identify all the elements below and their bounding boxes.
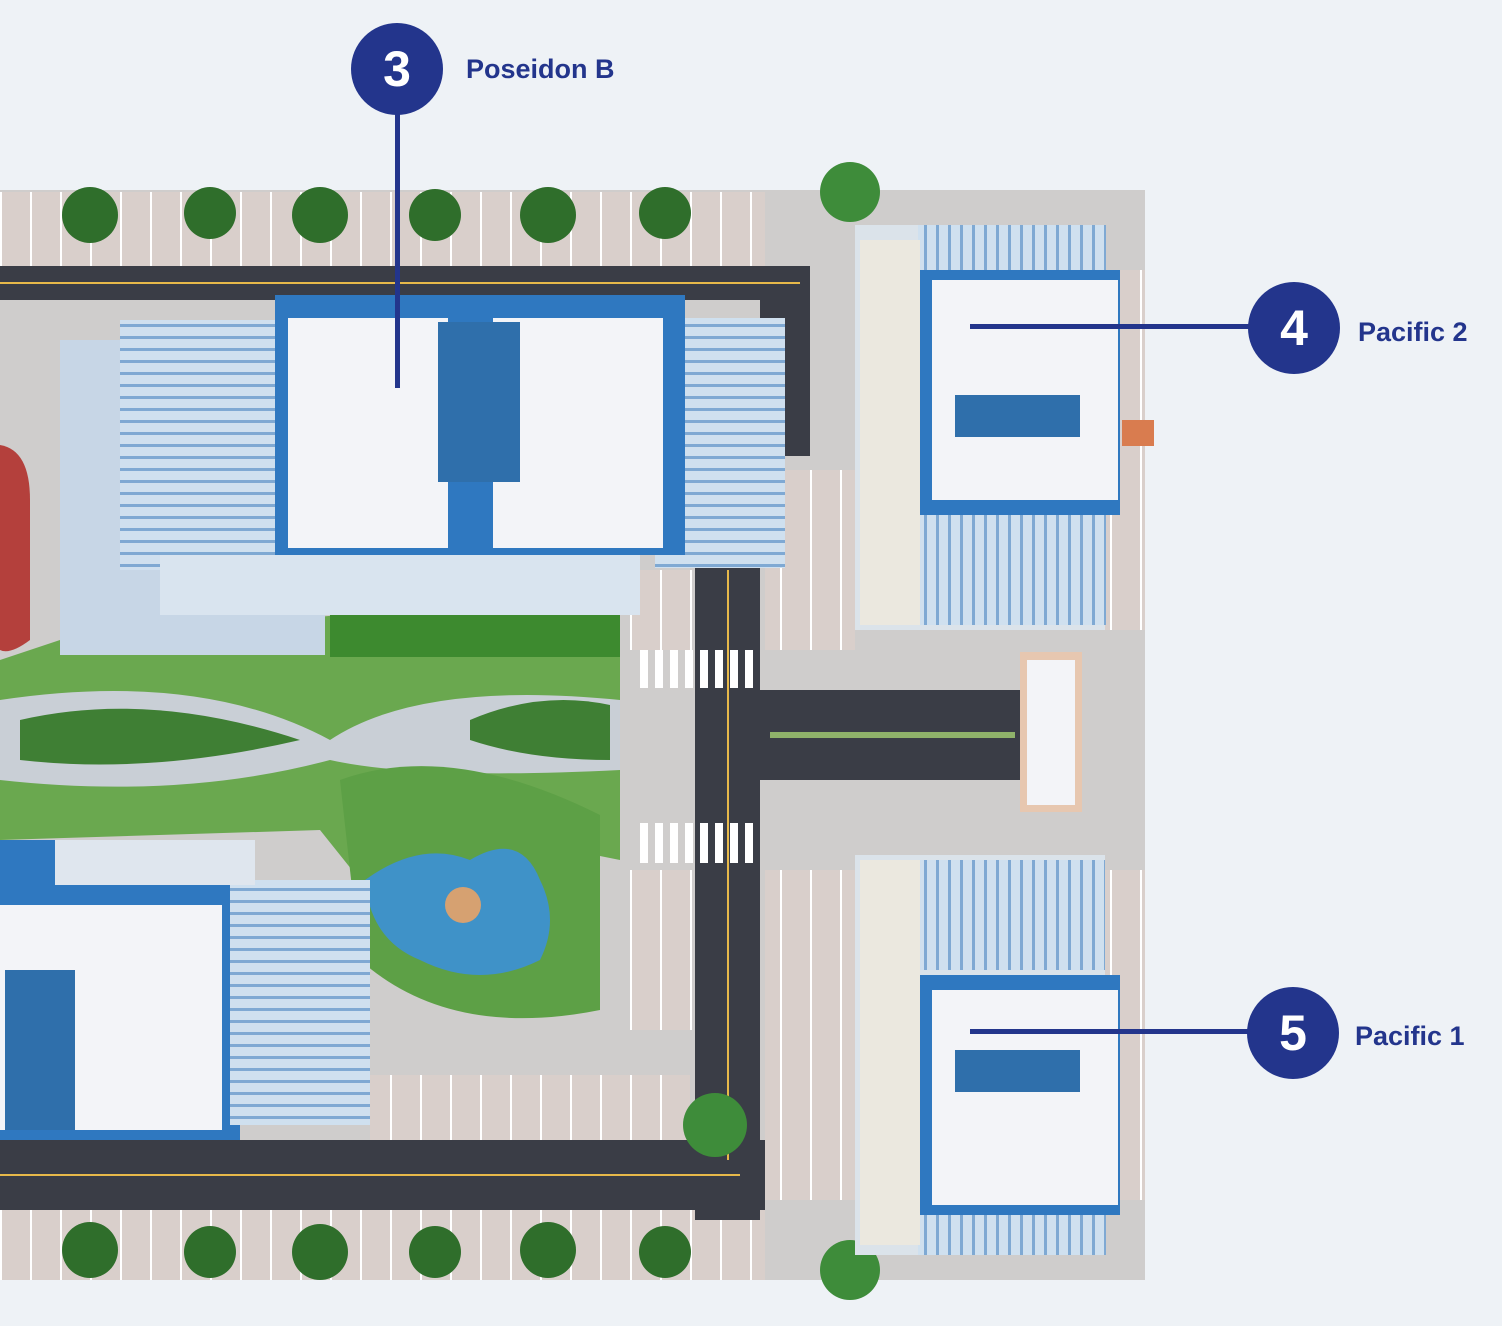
gatehouse (1020, 652, 1082, 812)
leader-line-3 (395, 100, 400, 388)
marker-label-poseidon-b: Poseidon B (466, 54, 615, 84)
garden (0, 445, 620, 1019)
building-pacific-2 (855, 225, 1154, 630)
leader-line-4 (970, 324, 1260, 329)
marker-number-4[interactable]: 4 (1248, 282, 1340, 374)
building-pacific-1 (855, 855, 1120, 1255)
building-poseidon-b (60, 295, 785, 655)
parking-row-bottom (0, 1210, 765, 1280)
marker-label-pacific-2: Pacific 2 (1358, 317, 1468, 347)
marker-label-pacific-1: Pacific 1 (1355, 1021, 1465, 1051)
trees-bottom (62, 1222, 691, 1280)
leader-line-5 (970, 1029, 1260, 1034)
parking-row-top (0, 192, 765, 266)
palm-trees (683, 162, 880, 1300)
marker-number-3[interactable]: 3 (351, 23, 443, 115)
building-lower-left (0, 840, 370, 1140)
marker-number-5[interactable]: 5 (1247, 987, 1339, 1079)
trees-top (62, 187, 691, 243)
